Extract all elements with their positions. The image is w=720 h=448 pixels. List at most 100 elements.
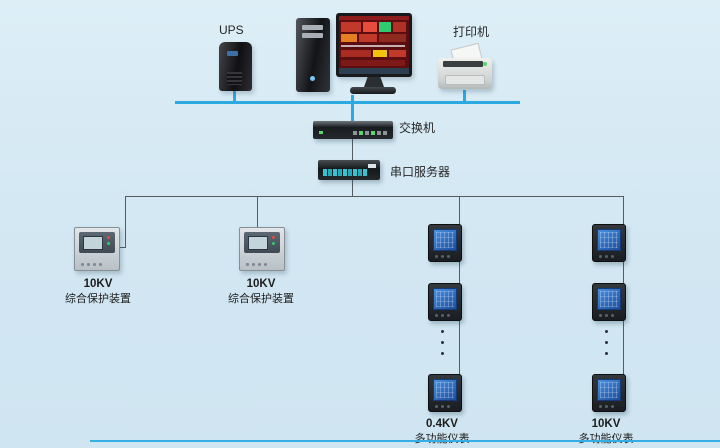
protection-device-buttons <box>246 263 267 266</box>
meter-buttons <box>435 405 450 408</box>
serial-server-tag <box>368 164 376 168</box>
stub-line-protection-1 <box>117 247 126 248</box>
switch-power-led <box>319 131 323 134</box>
meter-column-10kv-voltage: 10KV <box>591 418 621 430</box>
meter-screen <box>433 229 457 251</box>
device-button <box>605 314 608 317</box>
device-button <box>447 255 450 258</box>
device-button <box>99 263 102 266</box>
protection-device-led-red <box>272 236 275 239</box>
ellipsis-dot <box>441 330 444 333</box>
ups-vent <box>227 72 242 85</box>
ellipsis-dot <box>605 330 608 333</box>
meter-screen-graphic <box>600 232 618 248</box>
ups-link-line <box>233 90 236 102</box>
protection-device-icon <box>239 227 285 271</box>
meter-screen <box>433 379 457 401</box>
ups-led <box>227 51 238 56</box>
serial-port <box>353 169 357 176</box>
more-meters-ellipsis <box>605 330 608 355</box>
network-bus-line <box>175 101 520 104</box>
device-button <box>599 314 602 317</box>
printer-label: 打印机 <box>453 25 490 39</box>
switch-port <box>377 131 381 135</box>
distribution-bus-line <box>125 196 624 197</box>
switch-port <box>359 131 363 135</box>
pc-drive-bay <box>302 25 323 30</box>
meter-buttons <box>599 314 614 317</box>
meter-buttons <box>435 255 450 258</box>
device-button <box>81 263 84 266</box>
ups-label: UPS <box>219 23 244 37</box>
device-button <box>599 405 602 408</box>
device-button <box>252 263 255 266</box>
protection-device-led-green <box>272 242 275 245</box>
device-button <box>605 405 608 408</box>
switch-port <box>371 131 375 135</box>
protection-device-panel <box>244 232 280 253</box>
serial-port <box>358 169 362 176</box>
pc-link-line <box>351 95 354 102</box>
device-button <box>611 314 614 317</box>
device-button <box>605 255 608 258</box>
device-button <box>435 314 438 317</box>
switch-to-server-line <box>352 139 353 161</box>
device-button <box>87 263 90 266</box>
ellipsis-dot <box>441 352 444 355</box>
protection-device-panel <box>79 232 115 253</box>
protection-device-icon <box>74 227 120 271</box>
device-button <box>435 405 438 408</box>
device-button <box>599 255 602 258</box>
device-button <box>93 263 96 266</box>
serial-port <box>363 169 367 176</box>
serial-port <box>323 169 327 176</box>
monitor-screen <box>339 16 409 74</box>
device-button <box>611 405 614 408</box>
device-button <box>435 255 438 258</box>
multifunction-meter-icon <box>428 283 462 321</box>
printer-status-led <box>483 62 487 66</box>
meter-screen-graphic <box>600 382 618 398</box>
pc-tower-icon <box>296 18 330 92</box>
monitor-base <box>350 87 396 94</box>
server-down-line <box>352 180 353 197</box>
printer-output-tray <box>445 75 485 85</box>
protection-device-2-voltage: 10KV <box>246 278 276 290</box>
meter-screen-graphic <box>436 232 454 248</box>
meter-screen <box>597 288 621 310</box>
multifunction-meter-icon <box>592 374 626 412</box>
multifunction-meter-icon <box>428 224 462 262</box>
serial-port <box>343 169 347 176</box>
serial-port <box>333 169 337 176</box>
bus-to-switch-line <box>351 103 354 122</box>
device-button <box>447 405 450 408</box>
serial-port <box>338 169 342 176</box>
meter-buttons <box>599 405 614 408</box>
switch-label: 交换机 <box>399 121 436 135</box>
scada-screen-graphic <box>339 16 409 74</box>
ups-device-icon <box>219 42 252 91</box>
printer-slot <box>443 61 483 67</box>
footer-divider <box>90 440 720 442</box>
serial-server-icon <box>318 160 380 180</box>
meter-screen <box>433 288 457 310</box>
ellipsis-dot <box>441 341 444 344</box>
meter-screen-graphic <box>436 291 454 307</box>
ellipsis-dot <box>605 352 608 355</box>
protection-device-buttons <box>81 263 102 266</box>
multifunction-meter-icon <box>428 374 462 412</box>
protection-device-2-label: 10KV 综合保护装置 <box>221 277 301 306</box>
protection-device-led-red <box>107 236 110 239</box>
monitor-stand <box>364 77 384 87</box>
switch-icon <box>313 121 393 139</box>
drop-line-protection-1 <box>125 196 126 248</box>
device-button <box>441 405 444 408</box>
printer-icon <box>438 58 492 89</box>
protection-device-2-name: 综合保护装置 <box>228 292 294 305</box>
ellipsis-dot <box>605 341 608 344</box>
device-button <box>258 263 261 266</box>
meter-buttons <box>435 314 450 317</box>
protection-device-1-name: 综合保护装置 <box>65 292 131 305</box>
serial-server-label: 串口服务器 <box>390 165 451 179</box>
